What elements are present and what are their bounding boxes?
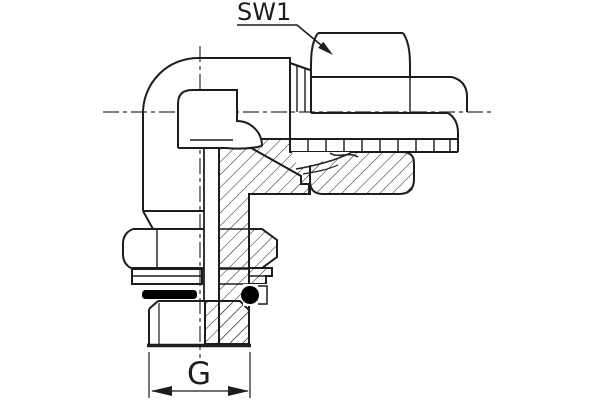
g-dimension: G [148, 352, 251, 398]
sw1-leader-line [237, 24, 328, 51]
seal-band [142, 290, 197, 299]
body-outer-profile [142, 57, 291, 211]
cone-top-edge [289, 62, 311, 71]
dim-arrowhead-left-icon [151, 386, 172, 396]
stud-left-chamfer [148, 300, 159, 310]
sw1-annotation: SW1 [237, 0, 333, 55]
nut-right-chamfer-arc [402, 32, 412, 78]
thread-crest-ticks [307, 139, 451, 152]
hex-section-hatch [248, 228, 278, 269]
hex-left-face [122, 228, 134, 270]
seal-elements [142, 284, 268, 306]
break-line-detail [292, 151, 359, 175]
stud-section-hatch [204, 300, 250, 345]
inner-bore-bottom-edge [178, 145, 263, 150]
oring-seal [241, 286, 259, 304]
inner-bore-corner [177, 89, 263, 150]
tube-end-section-hatch [309, 151, 415, 195]
oring-groove-edge [258, 285, 268, 305]
inner-bore-fill [178, 90, 262, 148]
g-dimension-label: G [187, 356, 211, 392]
section-step-edge [236, 139, 310, 194]
sw1-label: SW1 [237, 0, 291, 26]
nut-thread-band [290, 138, 459, 153]
swivel-nut [309, 32, 468, 139]
leader-arrowhead-icon [318, 41, 333, 55]
section-hatch-areas [204, 138, 415, 345]
nut-rear-corner [451, 76, 468, 112]
nut-lower-curve [447, 112, 459, 139]
inner-bore-outline [177, 89, 263, 148]
elbow-body-outline [142, 57, 311, 300]
centerlines [103, 46, 495, 358]
dim-arrowhead-right-icon [228, 386, 249, 396]
body-hex-chamfer [142, 210, 154, 230]
threaded-stud [147, 300, 251, 348]
nut-left-chamfer-arc [309, 32, 319, 78]
